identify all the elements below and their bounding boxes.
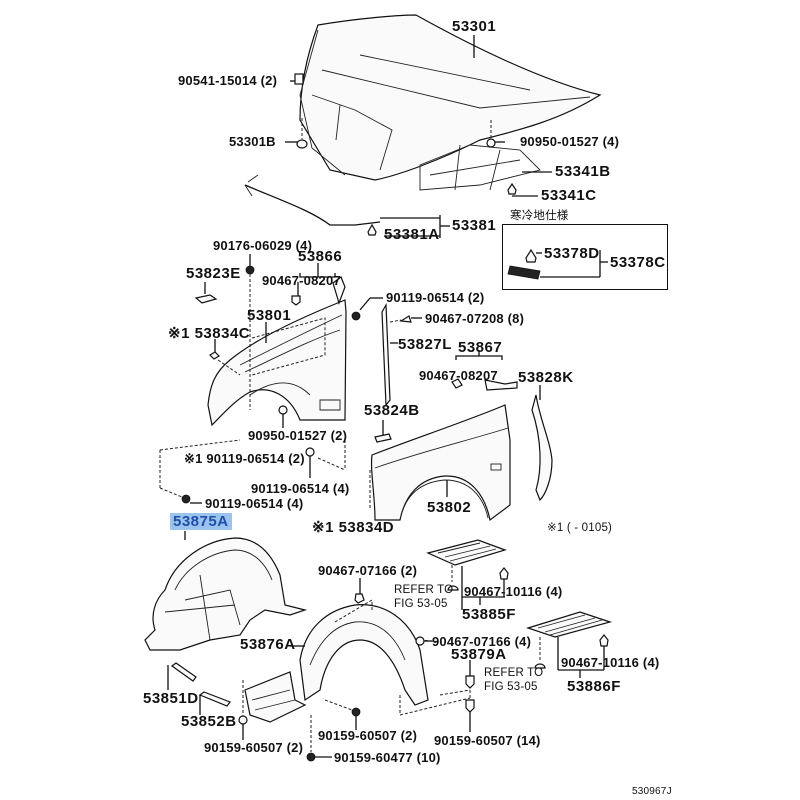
front-fender-lh-drawing	[369, 404, 511, 522]
label-refer-fig-2: FIG 53-05	[484, 681, 538, 693]
label-bolt-06514-4-a: 90119-06514 (4)	[251, 481, 350, 496]
drawing-code: 530967J	[632, 786, 672, 797]
label-bolt-06514-4-b: 90119-06514 (4)	[205, 496, 304, 511]
label-cover-886f: 53886F	[567, 678, 621, 695]
label-seal-828k: 53828K	[518, 369, 574, 386]
fender-liner-lh-drawing	[244, 599, 441, 723]
label-cover-885f: 53885F	[462, 606, 516, 623]
cold-region-box	[502, 224, 668, 290]
label-fender-rh: 53801	[247, 307, 292, 324]
label-clip-07166-4: 90467-07166 (4)	[432, 634, 532, 649]
label-cold-clip: 53378D	[544, 245, 600, 262]
label-seal-clip: 53381A	[384, 226, 440, 243]
label-screw-60477: 90159-60477 (10)	[334, 750, 441, 765]
label-liner-lh: 53876A	[240, 636, 296, 653]
front-fender-rh-drawing	[207, 299, 347, 427]
fender-liner-rh-drawing	[144, 531, 308, 651]
label-seal-879a: 53879A	[451, 646, 507, 663]
cold-region-parts	[507, 248, 608, 280]
label-refer-to-2: REFER TO	[484, 667, 544, 679]
label-hood-plug: 90950-01527 (4)	[520, 134, 620, 149]
label-refer-to-1: REFER TO	[394, 584, 454, 596]
label-fender-lh: 53802	[427, 499, 472, 516]
label-clip-10116-b: 90467-10116 (4)	[561, 655, 660, 670]
label-seal-827l: 53827L	[398, 336, 452, 353]
label-protector-c: ※1 53834C	[168, 325, 251, 342]
label-hood-insulator: 53341B	[555, 163, 611, 180]
label-fender-bolt-top: 90176-06029 (4)	[213, 238, 313, 253]
label-fender-clip-a: 90467-08207	[262, 273, 341, 288]
label-fender-set-lh: 53866	[298, 248, 343, 265]
footnote: ※1 ( - 0105)	[547, 522, 613, 534]
under-cover-885f-drawing	[426, 539, 509, 610]
label-liner-rh-highlighted: 53875A	[170, 513, 232, 530]
fender-seal-827l-drawing	[381, 302, 422, 407]
label-fender-seal-e: 53823E	[186, 265, 241, 282]
label-seal-824b: 53824B	[364, 402, 420, 419]
label-clip-10116-a: 90467-10116 (4)	[464, 584, 563, 599]
hood-seal-drawing	[244, 174, 381, 226]
label-insulator-clip: 53341C	[541, 187, 597, 204]
label-protector-d: ※1 53834D	[312, 519, 395, 536]
label-clip-07166-2: 90467-07166 (2)	[318, 563, 418, 578]
label-hood-seal: 53381	[452, 217, 497, 234]
label-bracket-851d: 53851D	[143, 690, 199, 707]
label-bolt-06514-2-a: 90119-06514 (2)	[386, 290, 485, 305]
label-hood-bumper: 90541-15014 (2)	[178, 73, 278, 88]
label-bolt-06514-2-b: ※1 90119-06514 (2)	[184, 451, 305, 466]
label-hood-cushion: 53301B	[229, 134, 276, 149]
label-fender-set-rh: 53867	[458, 339, 503, 356]
under-cover-886f-drawing	[526, 611, 613, 678]
label-screw-60507-2-b: 90159-60507 (2)	[318, 728, 418, 743]
label-cold-seal: 53378C	[610, 254, 666, 271]
fender-seal-828k-drawing	[531, 385, 553, 502]
label-plug-01527-2: 90950-01527 (2)	[248, 428, 348, 443]
label-bracket-852b: 53852B	[181, 713, 237, 730]
label-screw-60507-14: 90159-60507 (14)	[434, 733, 541, 748]
cold-region-box-title: 寒冷地仕様	[510, 210, 569, 222]
label-refer-fig-1: FIG 53-05	[394, 598, 448, 610]
label-clip-07208: 90467-07208 (8)	[425, 311, 525, 326]
label-screw-60507-2-a: 90159-60507 (2)	[204, 740, 304, 755]
label-hood: 53301	[452, 18, 497, 35]
label-fender-clip-b: 90467-08207	[419, 368, 498, 383]
hood-drawing	[299, 14, 602, 191]
